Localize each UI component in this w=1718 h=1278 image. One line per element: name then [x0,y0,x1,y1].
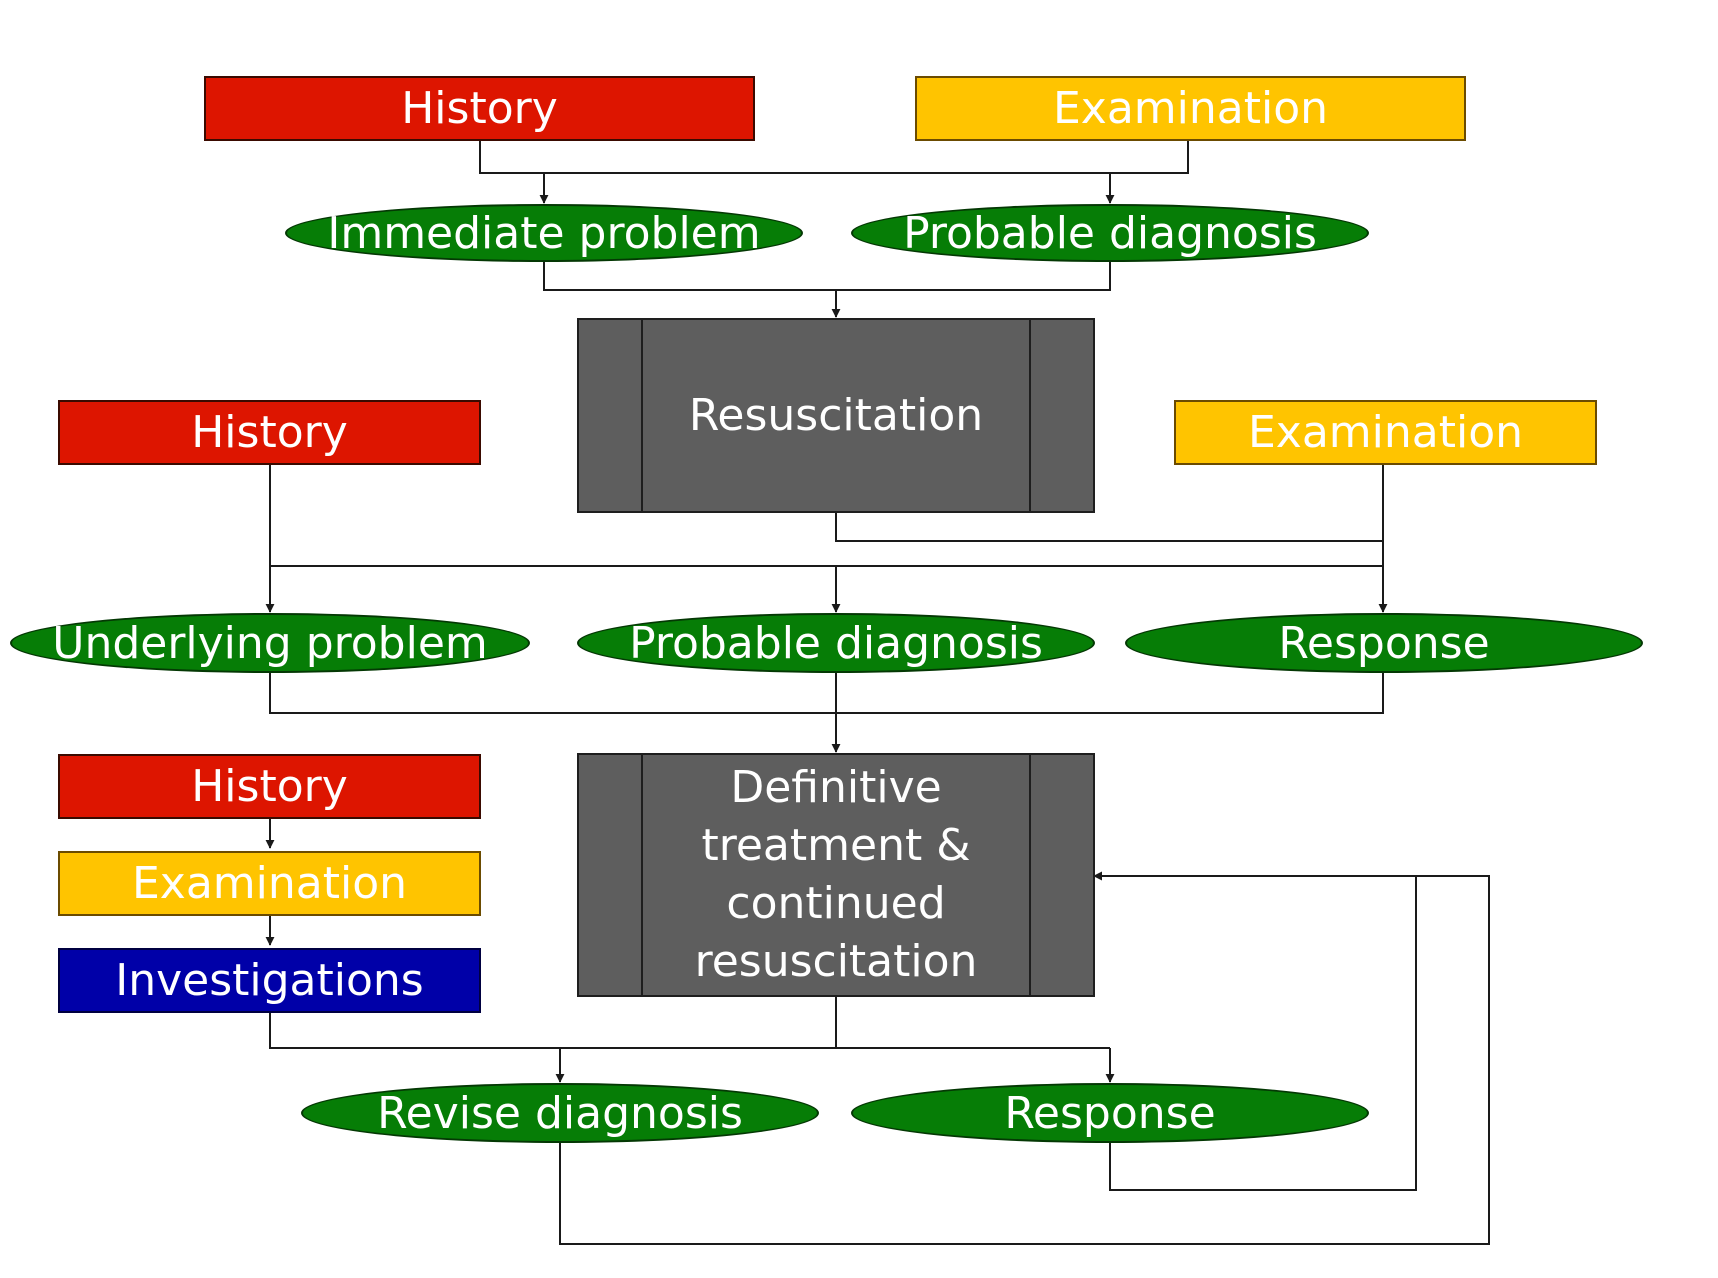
examination-box-3: Examination [58,851,481,916]
definitive-treatment-process: Definitive treatment & continued resusci… [577,753,1095,997]
process-bar-left-2 [641,755,643,995]
connector-outcomes-join [543,262,1111,291]
probable-diagnosis-oval-2: Probable diagnosis [577,613,1095,673]
connector-resuscitation-out [835,512,1383,542]
underlying-problem-label: Underlying problem [52,617,488,669]
investigations-label: Investigations [115,955,424,1006]
immediate-problem-label: Immediate problem [327,207,761,259]
response-oval-2: Response [1125,613,1643,673]
examination-box-1: Examination [915,76,1466,141]
connector-treatment-out [835,996,1110,1049]
revise-diagnosis-oval: Revise diagnosis [301,1083,819,1143]
connector-history-join [479,140,1189,174]
examination-label-1: Examination [1052,83,1329,134]
process-bar-right-2 [1029,755,1031,995]
underlying-problem-oval: Underlying problem [10,613,530,673]
history-box-1: History [204,76,755,141]
connector-outcomes-join-2 [269,672,1384,714]
feedback-from-revise-diagnosis [559,875,1490,1245]
process-bar-left [641,320,643,511]
examination-label-3: Examination [131,858,408,909]
investigations-box: Investigations [58,948,481,1013]
probable-diagnosis-label-1: Probable diagnosis [903,207,1317,259]
connector-investigations-out [269,1012,836,1049]
history-box-2: History [58,400,481,465]
probable-diagnosis-label-2: Probable diagnosis [629,617,1043,669]
definitive-treatment-label: Definitive treatment & continued resusci… [694,762,978,987]
revise-diagnosis-label: Revise diagnosis [377,1087,743,1139]
examination-box-2: Examination [1174,400,1597,465]
resuscitation-label: Resuscitation [688,389,984,441]
history-label-3: History [191,761,348,812]
process-bar-right [1029,320,1031,511]
response-label-3: Response [1004,1087,1216,1139]
resuscitation-process: Resuscitation [577,318,1095,513]
history-box-3: History [58,754,481,819]
feedback-from-response [1093,871,1417,1191]
response-oval-3: Response [851,1083,1369,1143]
probable-diagnosis-oval-1: Probable diagnosis [851,204,1369,262]
history-label-2: History [191,407,348,458]
examination-label-2: Examination [1247,407,1524,458]
immediate-problem-oval: Immediate problem [285,204,803,262]
history-label-1: History [401,83,558,134]
response-label-2: Response [1278,617,1490,669]
